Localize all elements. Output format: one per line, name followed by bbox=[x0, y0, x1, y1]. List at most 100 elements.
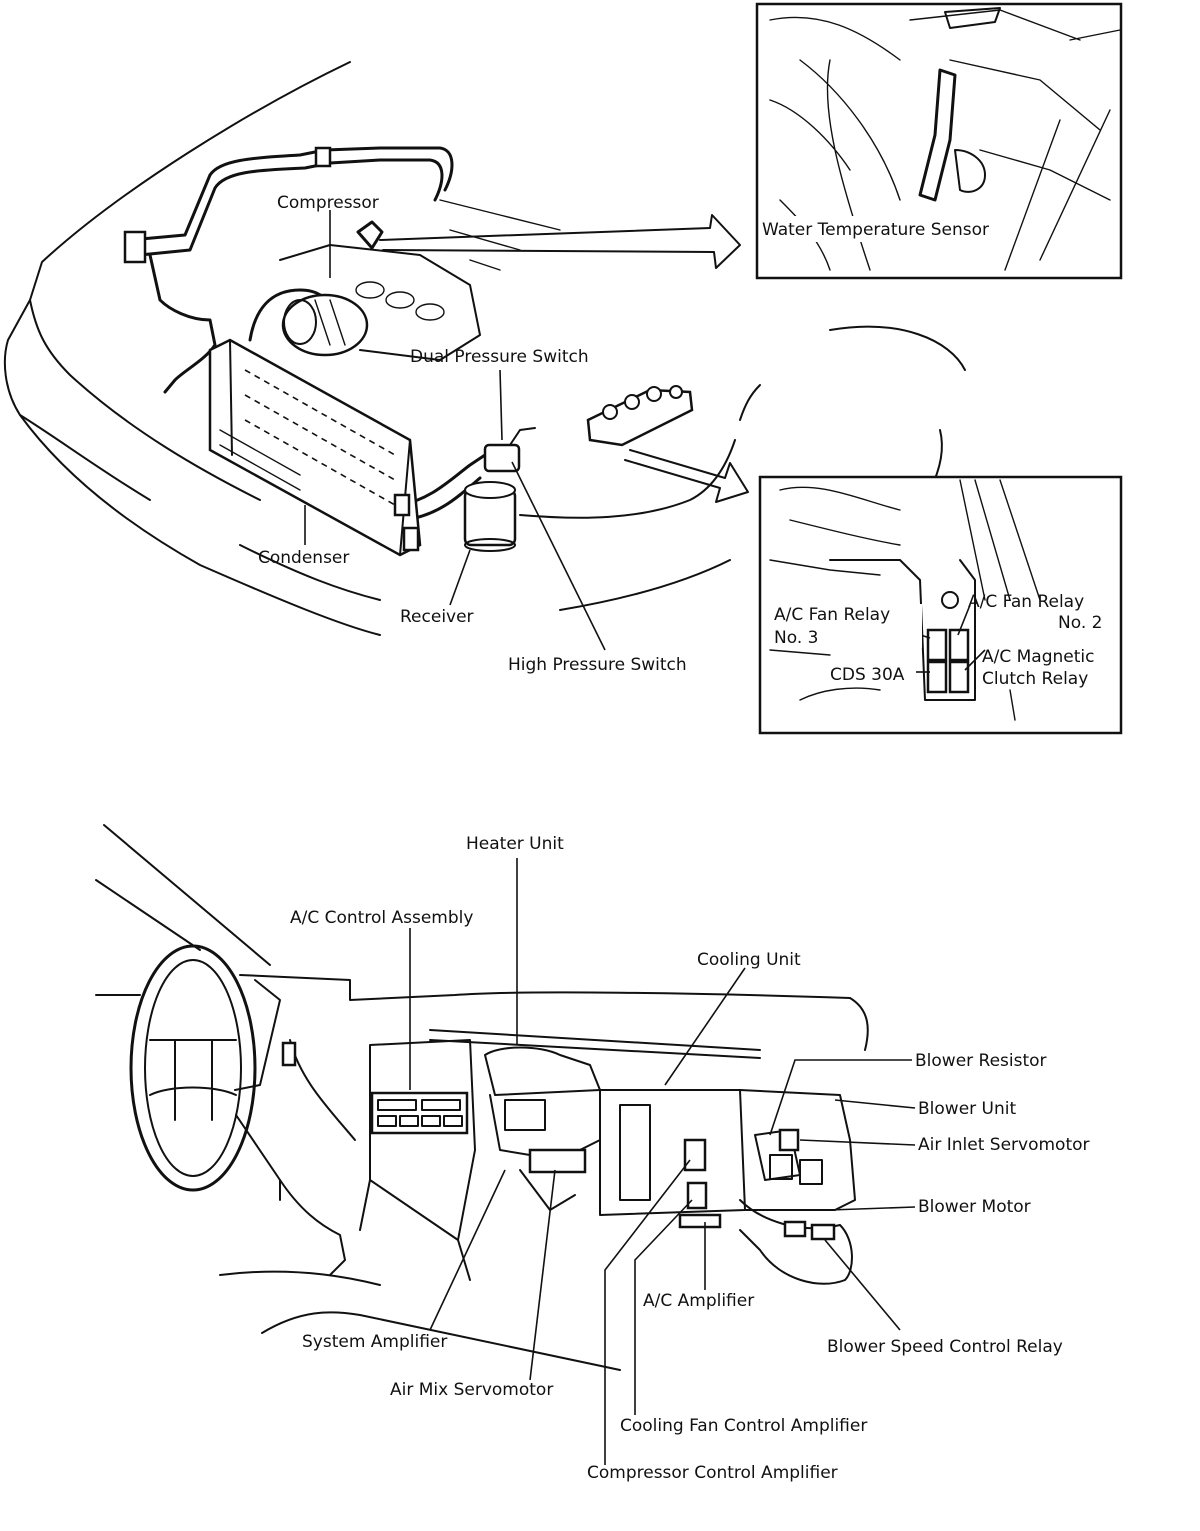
sensor-inset: Water Temperature Sensor bbox=[755, 2, 1123, 280]
label-blower-resistor: Blower Resistor bbox=[915, 1051, 1047, 1071]
dash-defroster-line bbox=[429, 1029, 761, 1051]
leader-magnetic-clutch bbox=[964, 649, 986, 671]
dash-top-outline bbox=[239, 974, 869, 1051]
leader-blower-speed-control-relay bbox=[824, 1239, 901, 1331]
wheel-arch-left bbox=[739, 384, 761, 421]
label-cds-30a: CDS 30A bbox=[830, 665, 905, 685]
steering-wheel bbox=[129, 944, 281, 1201]
sensor-inset-sensor bbox=[954, 149, 986, 193]
engine-cylinder-3 bbox=[415, 303, 445, 321]
arrow-to-relay-inset bbox=[624, 449, 749, 503]
arrow-to-sensor-inset bbox=[379, 214, 741, 269]
dual-pressure-switch-illustration bbox=[483, 427, 536, 473]
label-cooling-fan-control-amplifier: Cooling Fan Control Amplifier bbox=[620, 1416, 867, 1436]
receiver-illustration bbox=[463, 481, 517, 552]
leader-high-pressure-switch bbox=[511, 461, 606, 651]
label-heater-unit: Heater Unit bbox=[466, 834, 564, 854]
leader-dual-pressure-switch bbox=[499, 369, 503, 441]
dash-defroster-line-2 bbox=[429, 1039, 761, 1059]
relay-magnetic-clutch bbox=[948, 660, 970, 694]
compressor-illustration bbox=[281, 293, 369, 357]
pipe-fitting-top bbox=[314, 146, 332, 168]
bumper-line bbox=[239, 544, 381, 601]
sensor-inset-bracket bbox=[944, 7, 1001, 29]
relay3-label-backdrop bbox=[772, 604, 922, 648]
condenser-illustration bbox=[208, 338, 422, 557]
relay-block-illustration bbox=[586, 385, 694, 447]
right-body-curve bbox=[519, 439, 736, 519]
center-console-lower bbox=[359, 1179, 471, 1281]
relay-inset-housing bbox=[829, 559, 976, 701]
relay-inset: A/C Fan Relay No. 3 A/C Fan Relay No. 2 … bbox=[758, 475, 1123, 735]
leader-system-amplifier bbox=[429, 1169, 506, 1331]
engine-cylinder-1 bbox=[355, 281, 385, 299]
label-compressor-control-amplifier: Compressor Control Amplifier bbox=[587, 1463, 838, 1483]
leader-ac-fan-relay-2 bbox=[957, 604, 971, 636]
left-dash-panel bbox=[234, 979, 281, 1091]
label-receiver: Receiver bbox=[400, 607, 474, 627]
leader-blower-resistor bbox=[769, 1059, 912, 1136]
leader-cooling-unit bbox=[664, 967, 746, 1086]
center-console-outline bbox=[369, 1039, 476, 1241]
sensor-location-part bbox=[356, 220, 384, 250]
label-condenser: Condenser bbox=[258, 548, 349, 568]
left-dash-switch bbox=[281, 1041, 297, 1067]
label-high-pressure-switch: High Pressure Switch bbox=[508, 655, 687, 675]
fender-line bbox=[29, 299, 261, 501]
leader-air-mix-servomotor bbox=[529, 1169, 556, 1381]
leader-compressor-control-amplifier bbox=[604, 1159, 691, 1465]
shifter-area bbox=[279, 1179, 346, 1276]
label-ac-magnetic-clutch-relay-line1: A/C Magnetic bbox=[982, 647, 1094, 667]
label-system-amplifier: System Amplifier bbox=[302, 1332, 447, 1352]
floor-line bbox=[219, 1270, 381, 1286]
label-ac-fan-relay-no3-line2: No. 3 bbox=[774, 628, 818, 648]
hvac-assembly-illustration bbox=[484, 1046, 746, 1229]
relay-ac-fan-no3 bbox=[926, 628, 948, 662]
label-blower-unit: Blower Unit bbox=[918, 1099, 1016, 1119]
pipe-fitting-left bbox=[123, 230, 147, 264]
fuse-cds-30a bbox=[926, 660, 948, 694]
engine-detail-lines bbox=[439, 199, 561, 271]
label-air-inlet-servomotor: Air Inlet Servomotor bbox=[918, 1135, 1090, 1155]
label-air-mix-servomotor: Air Mix Servomotor bbox=[390, 1380, 553, 1400]
sensor-inset-connector bbox=[918, 68, 957, 202]
a-pillar-line-2 bbox=[95, 879, 201, 951]
label-ac-control-assembly: A/C Control Assembly bbox=[290, 908, 473, 928]
dashboard-view: Heater Unit A/C Control Assembly Cooling… bbox=[95, 824, 1090, 1483]
relay-inset-details bbox=[769, 479, 1041, 721]
label-cooling-unit: Cooling Unit bbox=[697, 950, 801, 970]
body-edge-line bbox=[19, 414, 151, 501]
label-blower-speed-control-relay: Blower Speed Control Relay bbox=[827, 1337, 1063, 1357]
cds-label-backdrop bbox=[826, 663, 916, 687]
leader-air-inlet-servomotor bbox=[799, 1139, 916, 1146]
refrigerant-pipe-upper-inner bbox=[138, 158, 444, 257]
leader-blower-unit bbox=[834, 1099, 916, 1109]
blower-unit-illustration bbox=[739, 1089, 856, 1285]
a-pillar-line bbox=[103, 824, 271, 966]
label-ac-amplifier: A/C Amplifier bbox=[643, 1291, 754, 1311]
label-water-temperature-sensor: Water Temperature Sensor bbox=[762, 220, 989, 240]
refrigerant-pipe-left bbox=[148, 253, 217, 394]
ac-control-assembly-illustration bbox=[370, 1091, 469, 1135]
label-ac-magnetic-clutch-relay-line2: Clutch Relay bbox=[982, 669, 1088, 689]
engine-cylinder-2 bbox=[385, 291, 415, 309]
label-ac-fan-relay-no2-line1: A/C Fan Relay bbox=[968, 592, 1084, 612]
leader-cooling-fan-control-amplifier bbox=[634, 1199, 693, 1415]
relay-inset-knob bbox=[941, 591, 959, 609]
lower-body-curve bbox=[559, 559, 731, 611]
leader-blower-motor bbox=[829, 1206, 916, 1211]
label-blower-motor: Blower Motor bbox=[918, 1197, 1031, 1217]
leader-receiver bbox=[449, 549, 471, 606]
label-dual-pressure-switch: Dual Pressure Switch bbox=[410, 347, 589, 367]
sensor-label-backdrop bbox=[759, 216, 1014, 242]
refrigerant-pipe-upper bbox=[128, 146, 454, 242]
label-ac-fan-relay-no3-line1: A/C Fan Relay bbox=[774, 605, 890, 625]
label-ac-fan-relay-no2-line2: No. 2 bbox=[1058, 613, 1102, 633]
relay-ac-fan-no2 bbox=[948, 628, 970, 662]
label-compressor: Compressor bbox=[277, 193, 379, 213]
engine-compartment-view: Compressor Dual Pressure Switch Condense… bbox=[3, 61, 966, 675]
wheel-arch-upper bbox=[829, 325, 966, 371]
left-dash-lower bbox=[289, 1039, 356, 1141]
